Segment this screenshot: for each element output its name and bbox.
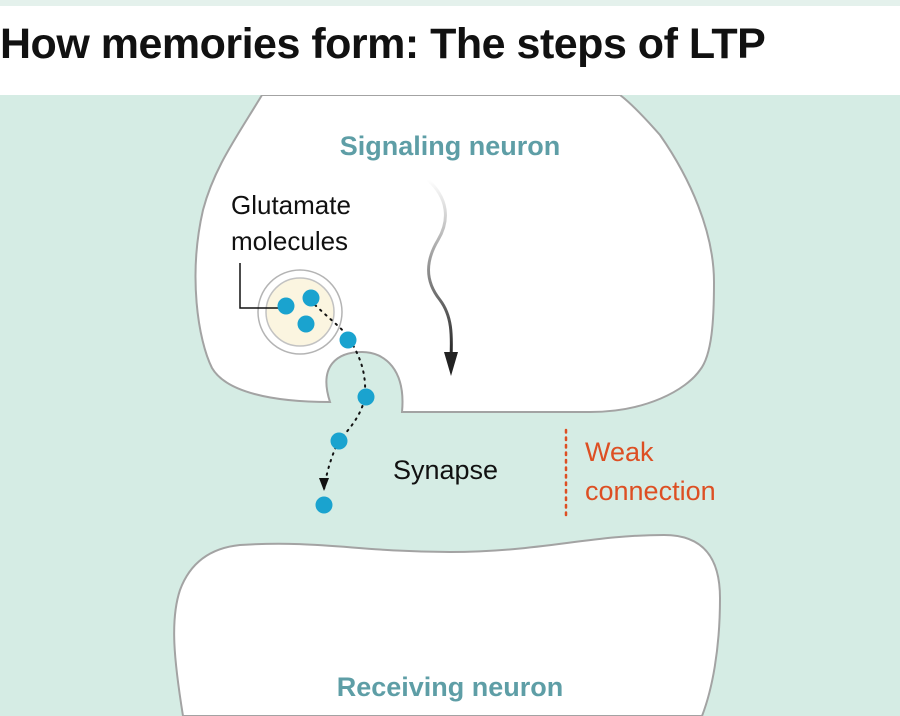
synapse-label: Synapse bbox=[393, 455, 498, 485]
weak-connection-label-line2: connection bbox=[585, 476, 716, 506]
weak-connection-label-line1: Weak bbox=[585, 437, 654, 467]
signal-arrowhead bbox=[444, 352, 458, 376]
ltp-diagram: Signaling neuron Glutamate molecules Syn… bbox=[0, 95, 900, 716]
receiving-neuron-label: Receiving neuron bbox=[337, 672, 564, 702]
glutamate-label-line1: Glutamate bbox=[231, 190, 351, 220]
glutamate-leader-line bbox=[239, 263, 284, 309]
glutamate-molecule bbox=[330, 432, 348, 450]
signal-arrow-line bbox=[426, 178, 453, 360]
top-rule bbox=[0, 0, 900, 6]
signaling-neuron-label: Signaling neuron bbox=[340, 131, 561, 161]
glutamate-label-line2: molecules bbox=[231, 226, 348, 256]
glutamate-molecule bbox=[302, 289, 320, 307]
vesicle-inner bbox=[265, 277, 335, 347]
page-title: How memories form: The steps of LTP bbox=[0, 20, 766, 68]
release-arrowhead bbox=[319, 478, 329, 491]
receiving-neuron-body bbox=[173, 533, 722, 716]
glutamate-molecule bbox=[357, 388, 375, 406]
glutamate-molecule bbox=[277, 297, 295, 315]
glutamate-molecule bbox=[297, 315, 315, 333]
glutamate-molecule bbox=[339, 331, 357, 349]
glutamate-molecule bbox=[315, 496, 333, 514]
